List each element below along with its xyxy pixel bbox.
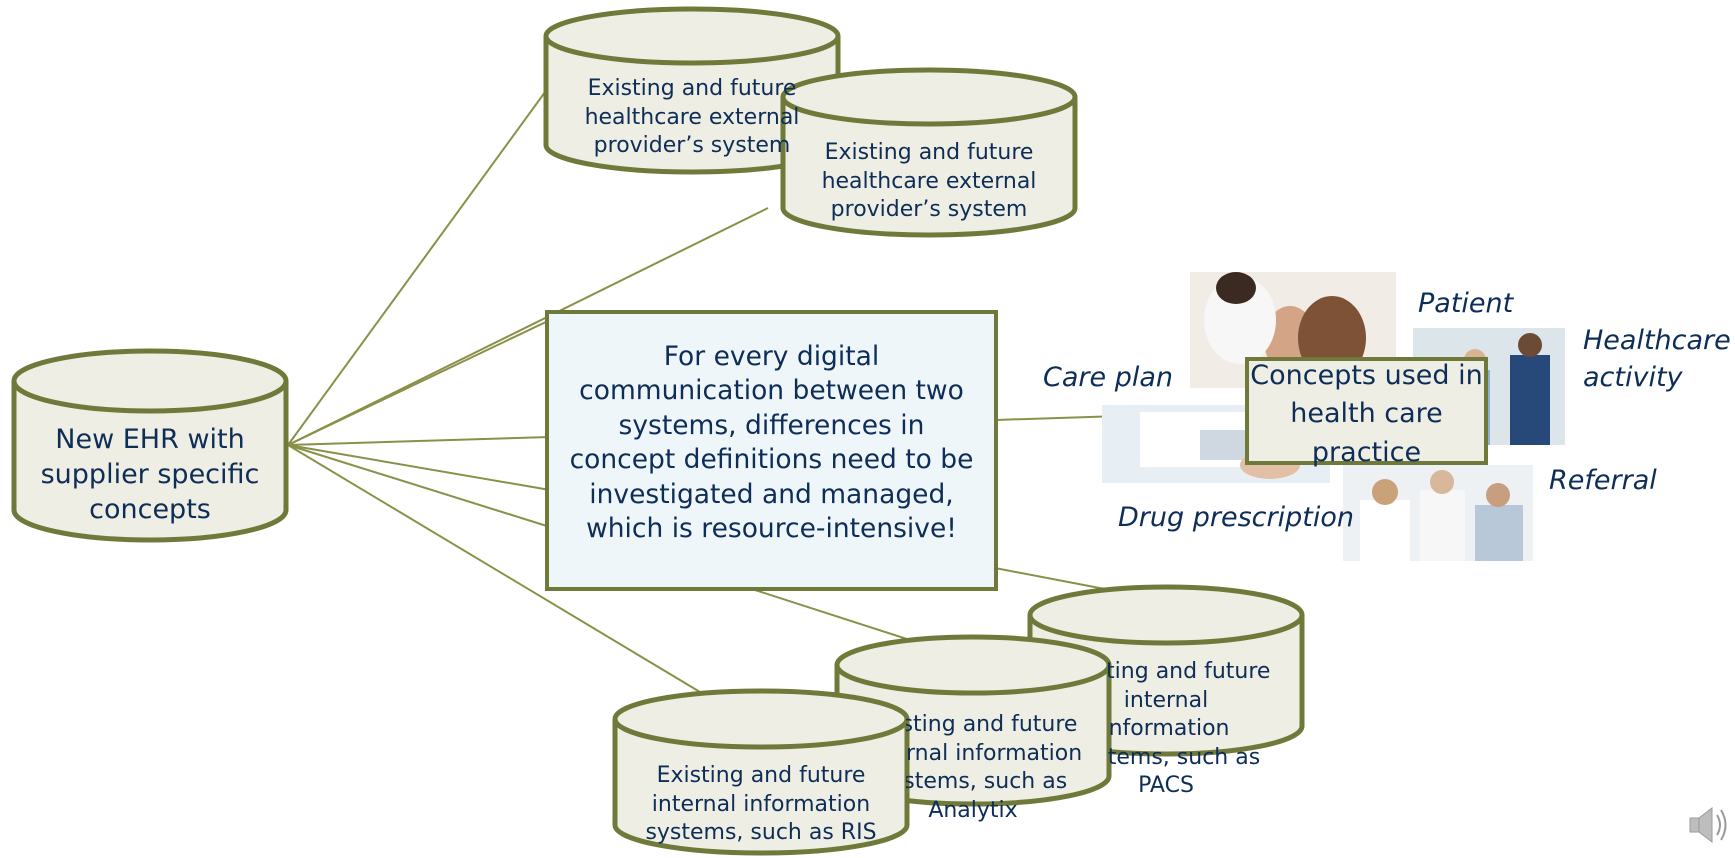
concepts-box: Concepts used in health care practice (1245, 357, 1488, 468)
external-label-1: Existing and future healthcare external … (584, 76, 800, 159)
speaker-icon[interactable] (1689, 806, 1727, 844)
concept-label-care-plan: Care plan (1043, 362, 1173, 393)
internal-label-ris: Existing and future internal information… (645, 763, 877, 846)
concept-label-healthcare-activity: Healthcare activity (1583, 325, 1731, 394)
concept-label-referral: Referral (1549, 465, 1657, 496)
internal-label-pacs: Existing and future internal information… (1061, 659, 1271, 799)
connector-center-int2 (754, 589, 911, 641)
concept-label-drug-prescription: Drug prescription (1118, 502, 1354, 533)
connector-ehr-center1 (287, 436, 551, 446)
connector-ehr-ext2 (287, 207, 769, 446)
center-message: For every digital communication between … (569, 341, 974, 545)
connector-ehr-ext1 (287, 87, 549, 446)
concepts-label: Concepts used in health care practice (1250, 360, 1483, 468)
ehr-cylinder (11, 348, 289, 543)
connector-ehr-center3 (287, 444, 551, 528)
connector-ehr-center2 (287, 444, 551, 491)
ehr-label: New EHR with supplier specific concepts (40, 424, 260, 526)
external-label-2: Existing and future healthcare external … (821, 140, 1037, 223)
external-cylinder-2 (780, 67, 1078, 238)
internal-cylinder-ris (612, 688, 910, 856)
internal-label-analytix: Existing and future internal information… (863, 712, 1083, 823)
connector-ehr-int1 (287, 444, 706, 696)
connector-ehr-center4 (287, 319, 551, 446)
center-message-box: For every digital communication between … (545, 310, 998, 591)
photo-referral (1343, 465, 1533, 561)
connector-center-int3 (994, 567, 1111, 591)
concept-label-patient: Patient (1418, 288, 1514, 319)
